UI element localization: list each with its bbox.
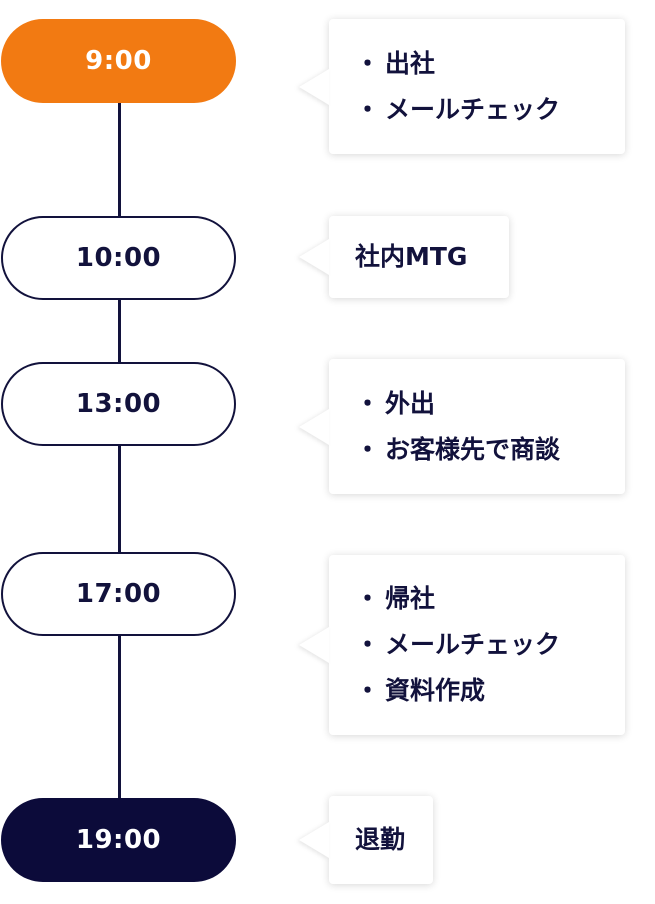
schedule-card-1000: 社内MTG [329,216,509,298]
time-pill-1900: 19:00 [1,798,236,882]
time-pill-1000: 10:00 [1,216,236,300]
schedule-card-1900: 退勤 [329,796,433,884]
time-label: 9:00 [85,46,152,76]
schedule-item: ・お客様先で商談 [355,427,603,473]
time-pill-0900: 9:00 [1,19,236,103]
schedule-item: ・メールチェック [355,87,603,133]
schedule-item: ・出社 [355,41,603,87]
time-label: 19:00 [75,825,162,855]
bullet-icon: ・ [355,388,381,418]
schedule-card-1700: ・帰社 ・メールチェック ・資料作成 [329,555,625,735]
bullet-icon: ・ [355,94,381,124]
time-pill-1300: 13:00 [1,362,236,446]
schedule-item: ・帰社 [355,576,603,622]
schedule-item: ・資料作成 [355,668,603,714]
bullet-icon: ・ [355,48,381,78]
time-label: 10:00 [75,243,162,273]
timeline-line [118,60,121,840]
bullet-icon: ・ [355,584,381,613]
bullet-icon: ・ [355,630,381,659]
time-label: 13:00 [75,389,162,419]
time-pill-1700: 17:00 [1,552,236,636]
schedule-item: ・外出 [355,381,603,427]
schedule-item: 社内MTG [355,242,468,271]
schedule-card-1300: ・外出 ・お客様先で商談 [329,359,625,494]
bullet-icon: ・ [355,434,381,464]
time-label: 17:00 [75,579,162,609]
bullet-icon: ・ [355,676,381,705]
schedule-item: ・メールチェック [355,622,603,668]
schedule-card-0900: ・出社 ・メールチェック [329,19,625,154]
schedule-item: 退勤 [355,825,406,854]
